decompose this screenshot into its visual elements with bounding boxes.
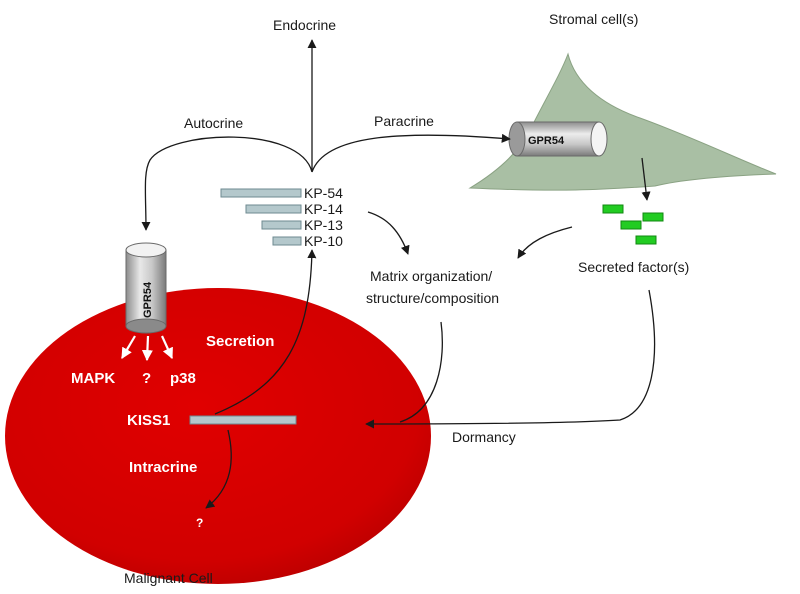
autocrine-label: Autocrine	[184, 115, 243, 131]
kp14-bar	[245, 204, 302, 214]
matrix-label-line2: structure/composition	[366, 290, 499, 306]
kp10-label: KP-10	[304, 233, 343, 249]
kiss1-bar	[189, 415, 297, 425]
matrix-label-line1: Matrix organization/	[370, 268, 492, 284]
mapk-label: MAPK	[71, 370, 115, 387]
intracrine-unknown-label: ?	[196, 516, 203, 530]
stromal-to-factors-arrow	[641, 157, 651, 201]
arrows	[141, 39, 656, 509]
gpr54-signal-arrows	[121, 335, 174, 362]
secreted-factor-3	[620, 220, 642, 230]
kp13-label: KP-13	[304, 217, 343, 233]
secreted-factor-4	[635, 235, 657, 245]
secretion-label: Secretion	[206, 333, 274, 350]
gpr54-stromal-receptor	[508, 121, 608, 157]
kp10-bar	[272, 236, 302, 246]
malignant-label: Malignant Cell	[124, 570, 213, 586]
autocrine-arrow	[141, 136, 313, 231]
kp54-bar	[220, 188, 302, 198]
paracrine-label: Paracrine	[374, 113, 434, 129]
malignant-cell	[5, 288, 431, 584]
paracrine-arrow	[311, 133, 511, 173]
gpr54-stromal-label: GPR54	[528, 135, 565, 147]
kiss1-label: KISS1	[127, 412, 170, 429]
signal-arrow-p38	[160, 335, 174, 360]
secreted-factor-1	[602, 204, 624, 214]
secreted-label: Secreted factor(s)	[578, 259, 689, 275]
dormancy-label: Dormancy	[452, 429, 516, 445]
gpr54-cell-receptor	[125, 242, 167, 334]
stromal-label: Stromal cell(s)	[549, 11, 638, 27]
kp-to-matrix-arrow	[367, 211, 410, 255]
signal-arrow-unknown	[141, 335, 153, 362]
p38-label: p38	[170, 370, 196, 387]
secreted-factor-2	[642, 212, 664, 222]
secretion-arrow	[214, 249, 317, 415]
signal-arrow-mapk	[121, 335, 136, 359]
factors-to-dormancy-arrow	[365, 289, 656, 429]
matrix-to-dormancy-line	[399, 321, 443, 423]
kp14-label: KP-14	[304, 201, 343, 217]
kp13-bar	[261, 220, 302, 230]
endocrine-label: Endocrine	[273, 17, 336, 33]
intracrine-label: Intracrine	[129, 459, 197, 476]
kp54-label: KP-54	[304, 185, 343, 201]
factors-to-matrix-arrow	[517, 226, 573, 259]
intracrine-arrow	[205, 429, 232, 509]
gpr54-cell-label: GPR54	[142, 281, 154, 318]
unknown-pathway-label: ?	[142, 370, 151, 387]
